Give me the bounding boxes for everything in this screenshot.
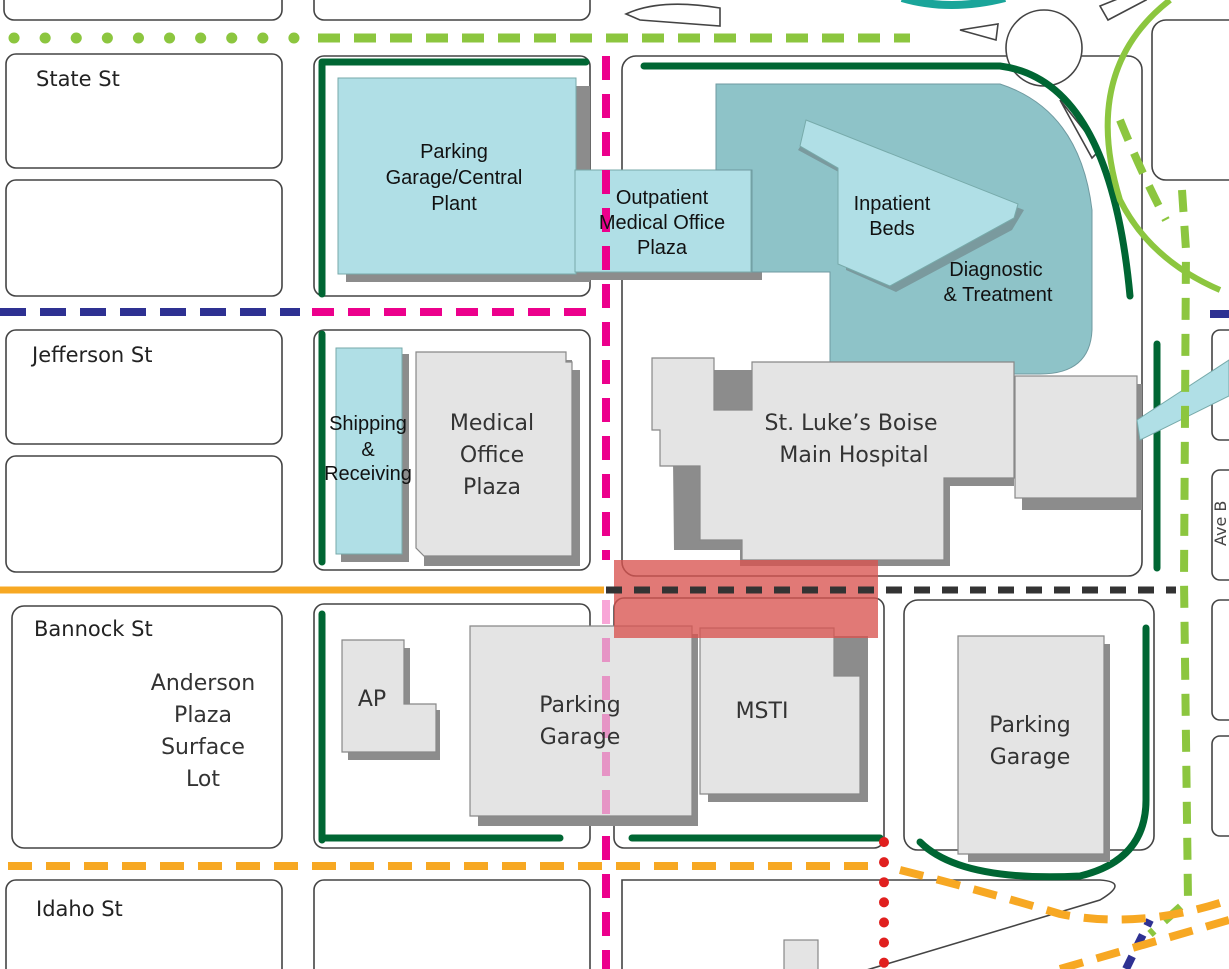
building-label-msti: MSTI <box>736 699 789 724</box>
svg-text:&: & <box>361 439 375 461</box>
building-label-anderson: Anderson Plaza Surface Lot <box>151 671 255 792</box>
svg-text:Plant: Plant <box>431 193 477 215</box>
svg-text:Medical: Medical <box>450 411 534 436</box>
svg-text:Plaza: Plaza <box>463 475 521 500</box>
building-label-diagnostic: Diagnostic & Treatment <box>944 259 1053 306</box>
svg-text:Diagnostic: Diagnostic <box>949 259 1042 281</box>
svg-text:Garage: Garage <box>540 725 621 750</box>
street-label-state: State St <box>36 67 120 91</box>
building-label-ap: AP <box>358 687 386 712</box>
svg-text:Main Hospital: Main Hospital <box>779 443 928 468</box>
street-label-bannock: Bannock St <box>34 617 153 641</box>
svg-text:Plaza: Plaza <box>637 237 688 259</box>
highlight-zone <box>614 560 878 638</box>
svg-text:St. Luke’s Boise: St. Luke’s Boise <box>765 411 938 436</box>
water-feature <box>900 0 1006 9</box>
svg-text:Shipping: Shipping <box>329 413 407 435</box>
svg-text:Garage/Central: Garage/Central <box>386 167 523 189</box>
building-label-parking-garage-east: Parking Garage <box>989 713 1071 770</box>
street-label-jefferson: Jefferson St <box>30 343 152 367</box>
svg-text:& Treatment: & Treatment <box>944 284 1053 306</box>
svg-text:Receiving: Receiving <box>324 463 412 485</box>
svg-text:Parking: Parking <box>420 141 488 163</box>
building-label-parking-garage-west: Parking Garage <box>539 693 621 750</box>
green-frontage-lines <box>318 58 1161 881</box>
svg-text:Outpatient: Outpatient <box>616 187 709 209</box>
buildings <box>335 77 1229 969</box>
svg-text:Inpatient: Inpatient <box>854 193 931 215</box>
building-label-medical-office: Medical Office Plaza <box>450 411 534 500</box>
svg-text:Office: Office <box>460 443 524 468</box>
svg-text:Plaza: Plaza <box>174 703 232 728</box>
svg-text:Surface: Surface <box>161 735 245 760</box>
building-label-outpatient: Outpatient Medical Office Plaza <box>599 187 725 259</box>
svg-text:Beds: Beds <box>869 218 915 240</box>
building-label-main-hospital: St. Luke’s Boise Main Hospital <box>765 411 938 468</box>
building-label-shipping: Shipping & Receiving <box>324 413 412 485</box>
svg-text:Parking: Parking <box>989 713 1071 738</box>
building-label-inpatient: Inpatient Beds <box>854 193 931 240</box>
svg-text:Garage: Garage <box>990 745 1071 770</box>
street-label-ave-b: Ave B <box>1211 501 1229 546</box>
svg-text:Anderson: Anderson <box>151 671 255 696</box>
svg-text:Lot: Lot <box>186 767 220 792</box>
street-label-idaho: Idaho St <box>36 897 123 921</box>
svg-text:Medical Office: Medical Office <box>599 212 725 234</box>
svg-text:Parking: Parking <box>539 693 621 718</box>
building-label-parking-central: Parking Garage/Central Plant <box>386 141 523 215</box>
